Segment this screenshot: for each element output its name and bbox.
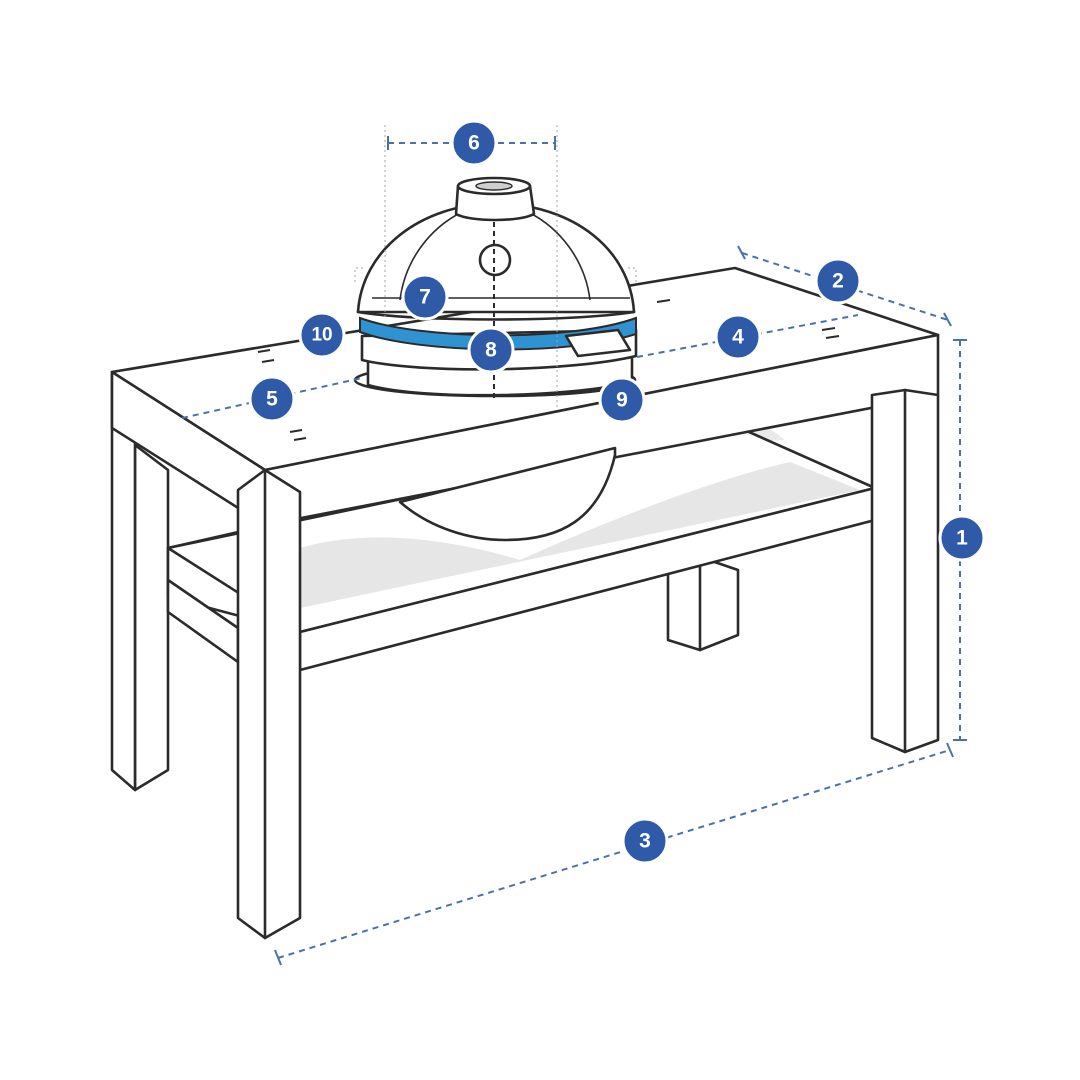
badge-label-10: 10	[311, 325, 332, 346]
badge-label-5: 5	[266, 388, 278, 411]
dimension-line-3	[277, 749, 951, 959]
grill-bottom-bowl	[398, 446, 617, 542]
band-clamp	[359, 316, 637, 351]
badge-label-3: 3	[639, 830, 651, 853]
guide-lines	[354, 125, 637, 410]
badge-10: 10	[298, 311, 346, 359]
badge-6: 6	[450, 119, 498, 167]
badge-label-1: 1	[956, 527, 968, 550]
back-left-leg	[133, 443, 170, 792]
badge-7: 7	[401, 273, 449, 321]
badge-label-4: 4	[732, 326, 744, 349]
badge-9: 9	[598, 376, 646, 424]
badges: 1 2 3 4 5 6 7 8 9 10	[248, 119, 986, 865]
badge-8: 8	[467, 326, 515, 374]
badge-5: 5	[248, 375, 296, 423]
grill-handle	[564, 328, 632, 358]
badge-label-9: 9	[616, 389, 628, 412]
badge-1: 1	[938, 514, 986, 562]
badge-label-2: 2	[832, 270, 844, 293]
badge-label-8: 8	[485, 339, 497, 362]
dimension-line-2	[741, 252, 949, 321]
badge-2: 2	[814, 257, 862, 305]
badge-4: 4	[714, 313, 762, 361]
kamado-grill	[353, 176, 638, 542]
badge-3: 3	[621, 817, 669, 865]
slot-marks	[257, 299, 840, 441]
badge-label-6: 6	[468, 132, 480, 155]
front-left-leg	[236, 468, 302, 940]
top-vent	[454, 184, 536, 222]
badge-label-7: 7	[419, 286, 431, 309]
